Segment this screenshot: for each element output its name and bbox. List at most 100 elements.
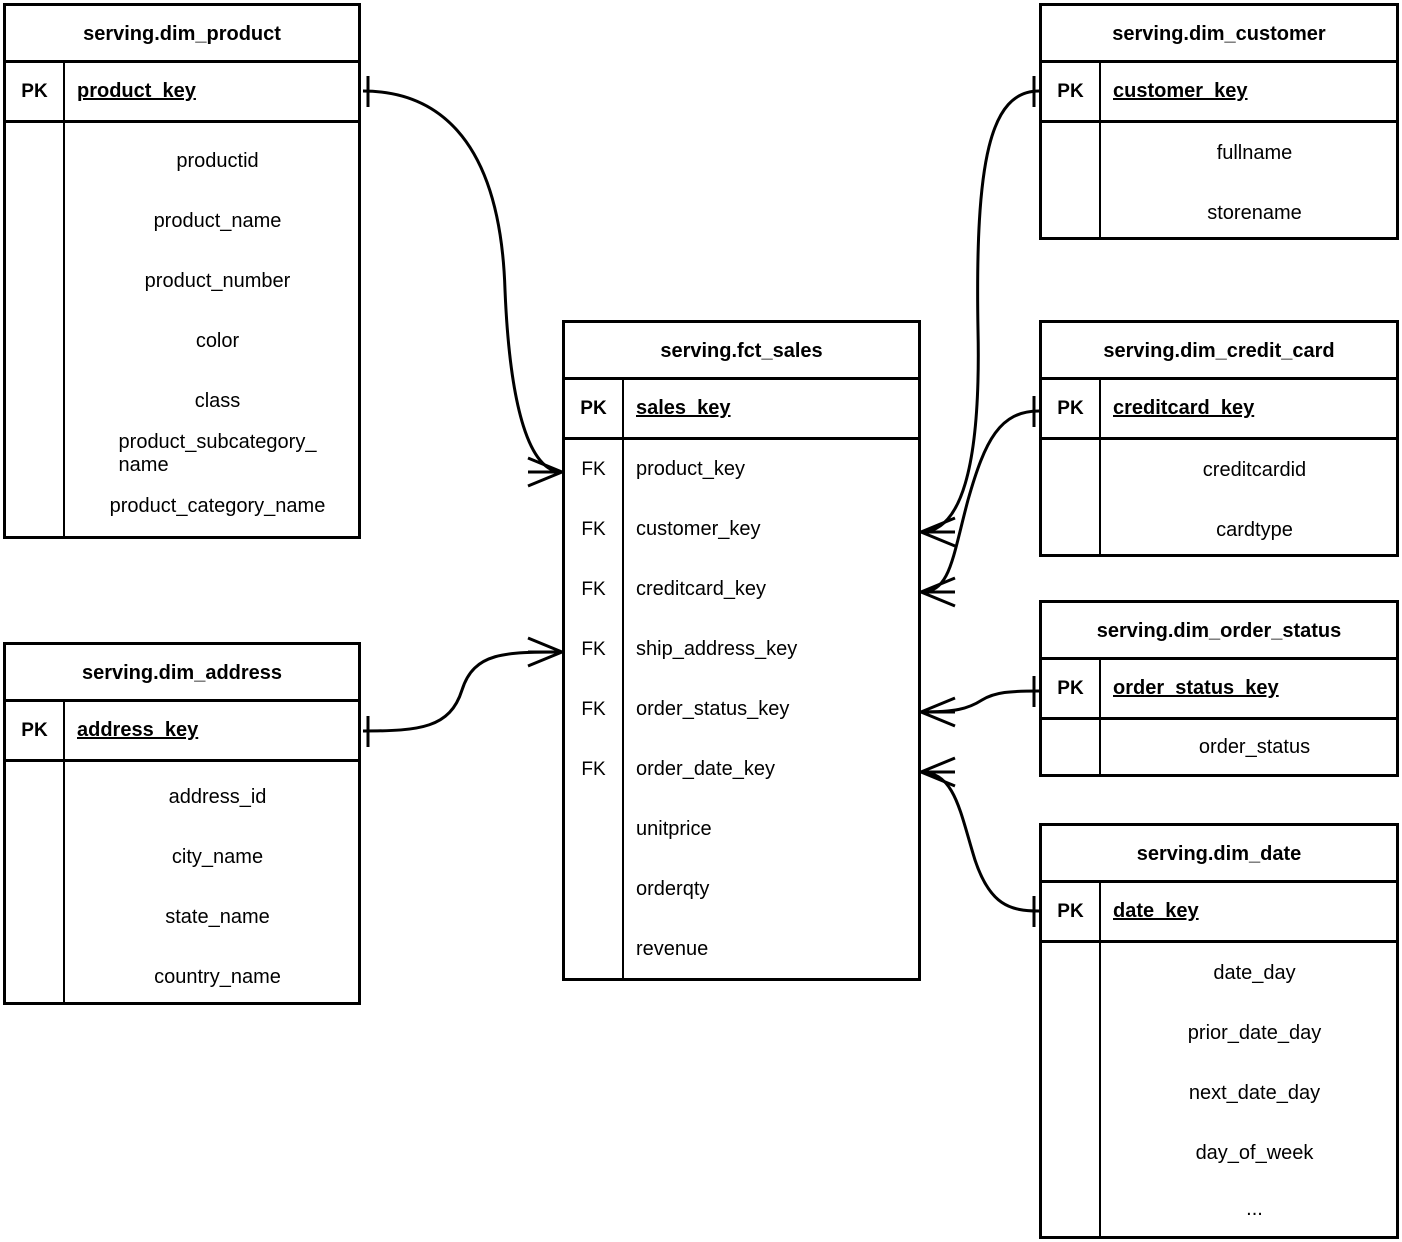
entity-dim-address-attributes-row: address_id city_name state_name country_… (6, 762, 358, 1002)
entity-fct-sales-title: serving.fct_sales (565, 323, 918, 380)
entity-dim-order-status-title: serving.dim_order_status (1042, 603, 1396, 660)
attribute-item: address_id (168, 786, 267, 808)
entity-dim-credit-card-pk-row[interactable]: PK creditcard_key (1042, 380, 1396, 440)
entity-dim-credit-card-attributes-row: creditcardid cardtype (1042, 440, 1396, 554)
entity-dim-order-status-pk-row[interactable]: PK order_status_key (1042, 660, 1396, 720)
entity-fct-sales-fk-row[interactable]: FK customer_key (565, 500, 918, 560)
attribute-item: customer_key (636, 518, 761, 541)
measure-gutter (565, 800, 622, 860)
relationship-product (362, 76, 563, 488)
entity-dim-date-attribute-list: date_day prior_date_day next_date_day da… (1099, 943, 1396, 1236)
fk-badge: FK (581, 759, 606, 780)
pk-badge: PK (1057, 397, 1084, 419)
attribute-item: revenue (636, 938, 709, 961)
attribute-item: next_date_day (1188, 1082, 1321, 1104)
pk-attribute-name: order_status_key (1113, 676, 1279, 699)
attribute-item: product_key (636, 458, 745, 481)
entity-dim-customer[interactable]: serving.dim_customer PK customer_key ful… (1039, 3, 1399, 240)
entity-dim-customer-attributes-row: fullname storename (1042, 123, 1396, 237)
entity-fct-sales-fk-row[interactable]: FK order_status_key (565, 680, 918, 740)
pk-attribute-cell: order_status_key (1099, 660, 1396, 717)
pk-attribute-name: product_key (77, 79, 196, 102)
pk-attribute-cell: date_key (1099, 883, 1396, 940)
relationship-address (362, 636, 563, 747)
attribute-item: product_name (153, 210, 282, 232)
attribute-item: day_of_week (1195, 1142, 1314, 1164)
fk-badge: FK (581, 579, 606, 600)
attribute-item: orderqty (636, 878, 710, 901)
entity-fct-sales-measure-row[interactable]: revenue (565, 920, 918, 980)
pk-attribute-cell: product_key (63, 63, 358, 120)
entity-dim-date[interactable]: serving.dim_date PK date_key date_day pr… (1039, 823, 1399, 1239)
attr-gutter (6, 762, 63, 1002)
entity-dim-product-pk-row[interactable]: PK product_key (6, 63, 358, 123)
entity-fct-sales[interactable]: serving.fct_sales PK sales_key FK produc… (562, 320, 921, 981)
measure-gutter (565, 920, 622, 980)
relationship-order-status-crowfoot (920, 696, 956, 728)
relationship-customer-crowfoot (920, 516, 956, 548)
attribute-item: state_name (165, 906, 270, 928)
fk-badge: FK (581, 459, 606, 480)
fk-attribute-cell: ship_address_key (622, 620, 918, 680)
relationship-date-line (920, 770, 1040, 913)
fk-attribute-cell: product_key (622, 440, 918, 500)
measure-cell: orderqty (622, 860, 918, 920)
entity-dim-credit-card-attribute-list: creditcardid cardtype (1099, 440, 1396, 554)
attribute-item: product_subcategory_ name (118, 431, 317, 476)
entity-dim-product-title: serving.dim_product (6, 6, 358, 63)
attribute-item: cardtype (1216, 519, 1293, 541)
entity-fct-sales-measure-row[interactable]: unitprice (565, 800, 918, 860)
attribute-item: ... (1246, 1198, 1263, 1220)
pk-badge: PK (1057, 677, 1084, 699)
attr-gutter (1042, 440, 1099, 554)
pk-attribute-cell: sales_key (622, 380, 918, 437)
attribute-item: order_status (1198, 736, 1311, 758)
entity-dim-date-title: serving.dim_date (1042, 826, 1396, 883)
relationship-address-line (362, 650, 563, 733)
relationship-order-status-line (920, 689, 1040, 714)
attribute-item: creditcard_key (636, 578, 767, 601)
attribute-item: prior_date_day (1187, 1022, 1322, 1044)
fk-attribute-cell: order_status_key (622, 680, 918, 740)
entity-dim-customer-pk-row[interactable]: PK customer_key (1042, 63, 1396, 123)
attribute-item: ship_address_key (636, 638, 798, 661)
entity-dim-date-pk-row[interactable]: PK date_key (1042, 883, 1396, 943)
entity-dim-credit-card-title: serving.dim_credit_card (1042, 323, 1396, 380)
attribute-item: order_date_key (636, 758, 775, 781)
pk-badge: PK (580, 397, 607, 419)
attribute-item: product_category_name (109, 495, 326, 517)
pk-badge: PK (1057, 80, 1084, 102)
attr-gutter (1042, 720, 1099, 774)
attribute-item: fullname (1216, 142, 1293, 164)
entity-fct-sales-fk-row[interactable]: FK ship_address_key (565, 620, 918, 680)
relationship-customer-line (920, 89, 1040, 534)
attr-gutter (1042, 123, 1099, 237)
measure-cell: unitprice (622, 800, 918, 860)
entity-dim-product[interactable]: serving.dim_product PK product_key produ… (3, 3, 361, 539)
attribute-item: class (194, 390, 241, 412)
entity-fct-sales-fk-row[interactable]: FK creditcard_key (565, 560, 918, 620)
attribute-item: color (195, 330, 240, 352)
entity-fct-sales-fk-row[interactable]: FK product_key (565, 440, 918, 500)
entity-dim-address-attribute-list: address_id city_name state_name country_… (63, 762, 358, 1002)
attr-gutter (1042, 943, 1099, 1236)
relationship-order-status (920, 676, 1040, 728)
entity-dim-credit-card[interactable]: serving.dim_credit_card PK creditcard_ke… (1039, 320, 1399, 557)
attribute-item: unitprice (636, 818, 712, 841)
entity-dim-address-pk-row[interactable]: PK address_key (6, 702, 358, 762)
entity-dim-address[interactable]: serving.dim_address PK address_key addre… (3, 642, 361, 1005)
entity-dim-order-status[interactable]: serving.dim_order_status PK order_status… (1039, 600, 1399, 777)
attribute-item: product_number (144, 270, 291, 292)
entity-dim-customer-attribute-list: fullname storename (1099, 123, 1396, 237)
entity-dim-date-attributes-row: date_day prior_date_day next_date_day da… (1042, 943, 1396, 1236)
entity-fct-sales-measure-row[interactable]: orderqty (565, 860, 918, 920)
relationship-creditcard-crowfoot (920, 576, 956, 608)
attr-gutter (6, 123, 63, 536)
entity-fct-sales-pk-row[interactable]: PK sales_key (565, 380, 918, 440)
entity-dim-order-status-attribute-list: order_status (1099, 720, 1396, 774)
pk-badge: PK (21, 80, 48, 102)
entity-fct-sales-fk-row[interactable]: FK order_date_key (565, 740, 918, 800)
fk-attribute-cell: customer_key (622, 500, 918, 560)
entity-dim-product-attribute-list: productid product_name product_number co… (63, 123, 358, 536)
